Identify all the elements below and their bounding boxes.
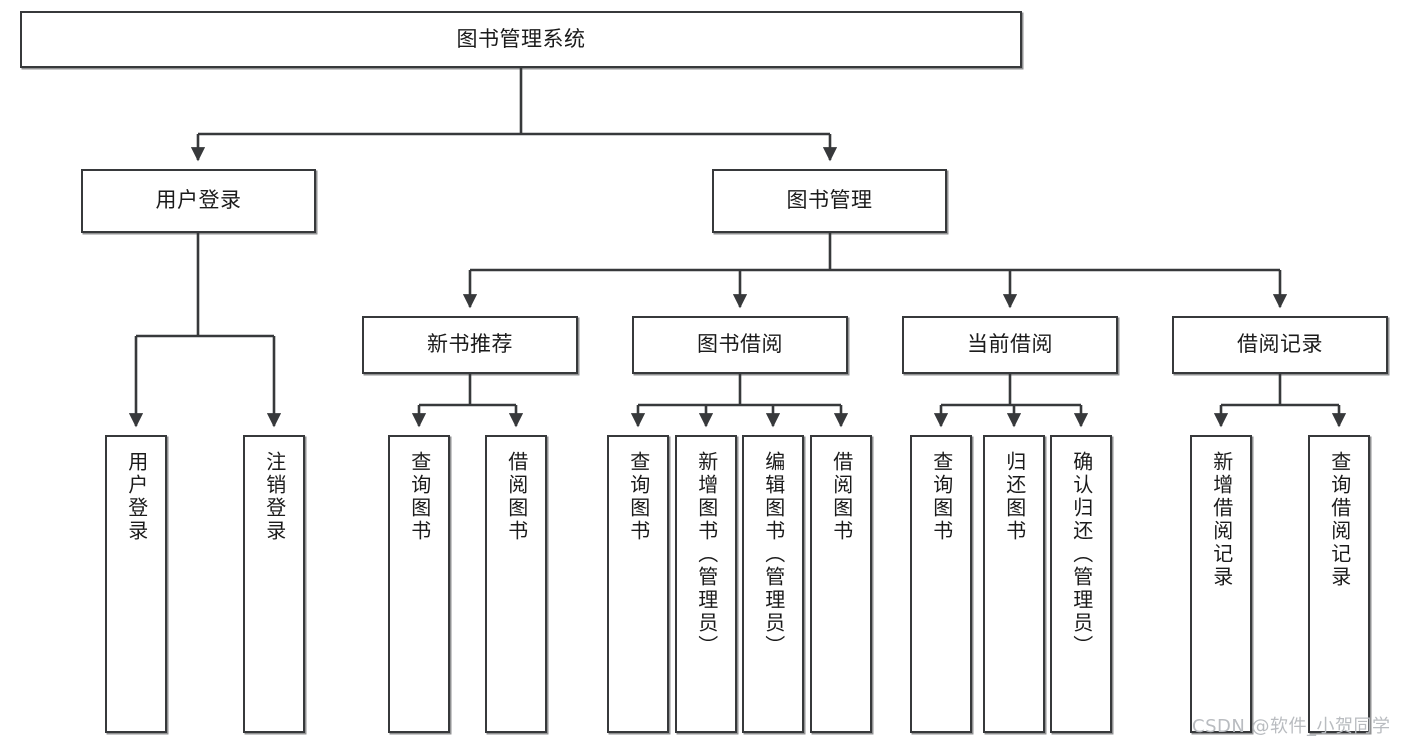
node-root-system[interactable]: 图书管理系统 bbox=[20, 11, 1022, 68]
node-book-manage[interactable]: 图书管理 bbox=[712, 169, 947, 233]
node-label: 新书推荐 bbox=[427, 332, 513, 357]
node-new-book-recommend[interactable]: 新书推荐 bbox=[362, 316, 578, 374]
node-leaf-edit-book[interactable]: 编辑图书（管理员） bbox=[742, 435, 804, 733]
node-leaf-return-book[interactable]: 归还图书 bbox=[983, 435, 1045, 733]
node-label: 当前借阅 bbox=[967, 332, 1053, 357]
node-label: 借阅图书 bbox=[504, 451, 529, 543]
node-leaf-add-book[interactable]: 新增图书（管理员） bbox=[675, 435, 737, 733]
node-label: 借阅记录 bbox=[1237, 332, 1323, 357]
node-leaf-add-record[interactable]: 新增借阅记录 bbox=[1190, 435, 1252, 733]
node-leaf-query-book-3[interactable]: 查询图书 bbox=[910, 435, 972, 733]
node-label: 注销登录 bbox=[262, 451, 287, 543]
node-label: 用户登录 bbox=[155, 188, 242, 213]
node-leaf-user-logout[interactable]: 注销登录 bbox=[243, 435, 305, 733]
node-leaf-query-record[interactable]: 查询借阅记录 bbox=[1308, 435, 1370, 733]
node-leaf-borrow-book-2[interactable]: 借阅图书 bbox=[810, 435, 872, 733]
node-label: 查询借阅记录 bbox=[1327, 451, 1352, 589]
node-leaf-borrow-book-1[interactable]: 借阅图书 bbox=[485, 435, 547, 733]
node-current-borrow[interactable]: 当前借阅 bbox=[902, 316, 1118, 374]
node-label: 查询图书 bbox=[407, 451, 432, 543]
node-label: 归还图书 bbox=[1002, 451, 1027, 543]
node-label: 确认归还（管理员） bbox=[1069, 451, 1094, 658]
node-label: 用户登录 bbox=[124, 451, 149, 543]
node-label: 编辑图书（管理员） bbox=[761, 451, 786, 658]
node-leaf-user-login[interactable]: 用户登录 bbox=[105, 435, 167, 733]
node-label: 图书管理系统 bbox=[456, 26, 586, 51]
node-label: 查询图书 bbox=[929, 451, 954, 543]
node-label: 借阅图书 bbox=[829, 451, 854, 543]
node-user-login[interactable]: 用户登录 bbox=[81, 169, 316, 233]
node-label: 查询图书 bbox=[626, 451, 651, 543]
node-leaf-query-book-2[interactable]: 查询图书 bbox=[607, 435, 669, 733]
node-label: 新增图书（管理员） bbox=[694, 451, 719, 658]
node-leaf-query-book-1[interactable]: 查询图书 bbox=[388, 435, 450, 733]
node-label: 图书借阅 bbox=[697, 332, 783, 357]
node-leaf-confirm-return[interactable]: 确认归还（管理员） bbox=[1050, 435, 1112, 733]
node-label: 图书管理 bbox=[786, 188, 873, 213]
node-borrow-record[interactable]: 借阅记录 bbox=[1172, 316, 1388, 374]
node-label: 新增借阅记录 bbox=[1209, 451, 1234, 589]
node-book-borrow[interactable]: 图书借阅 bbox=[632, 316, 848, 374]
